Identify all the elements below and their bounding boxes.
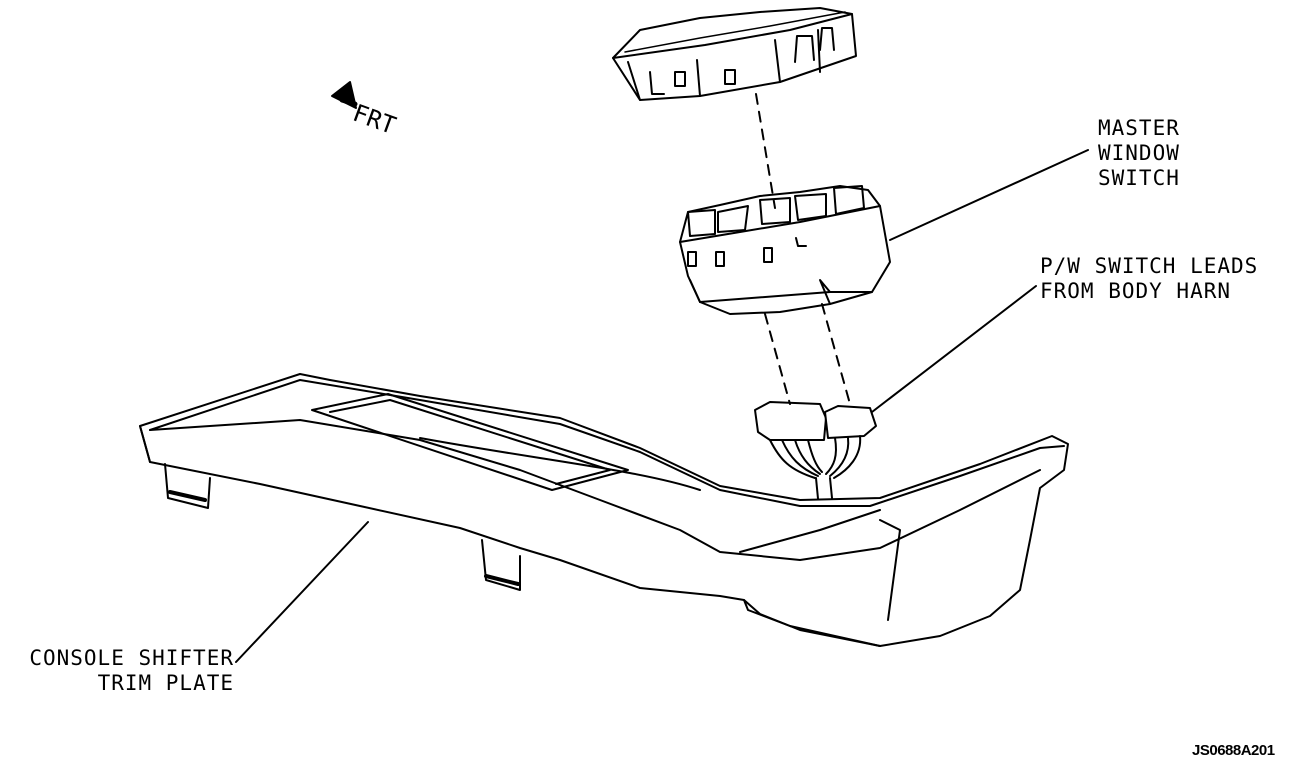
label-line: WINDOW bbox=[1098, 141, 1180, 165]
console-trim-plate bbox=[139, 373, 1069, 647]
label-line: TRIM PLATE bbox=[97, 671, 234, 695]
console-shifter-trim-plate-label: CONSOLE SHIFTER TRIM PLATE bbox=[8, 646, 234, 696]
figure-code: JS0688A201 bbox=[1192, 742, 1275, 759]
explode-lines bbox=[755, 93, 851, 405]
label-line: CONSOLE SHIFTER bbox=[29, 646, 234, 670]
label-line: SWITCH bbox=[1098, 166, 1180, 190]
label-line: FROM BODY HARN bbox=[1040, 279, 1232, 303]
pw-switch-leads-label: P/W SWITCH LEADS FROM BODY HARN bbox=[1040, 254, 1258, 304]
master-window-switch-part bbox=[679, 185, 891, 315]
master-window-switch-label: MASTER WINDOW SWITCH bbox=[1098, 116, 1180, 191]
label-line: MASTER bbox=[1098, 116, 1180, 140]
leader-lines bbox=[235, 149, 1089, 663]
switch-bezel bbox=[612, 7, 857, 101]
label-line: P/W SWITCH LEADS bbox=[1040, 254, 1259, 278]
front-arrow-icon bbox=[331, 81, 358, 109]
